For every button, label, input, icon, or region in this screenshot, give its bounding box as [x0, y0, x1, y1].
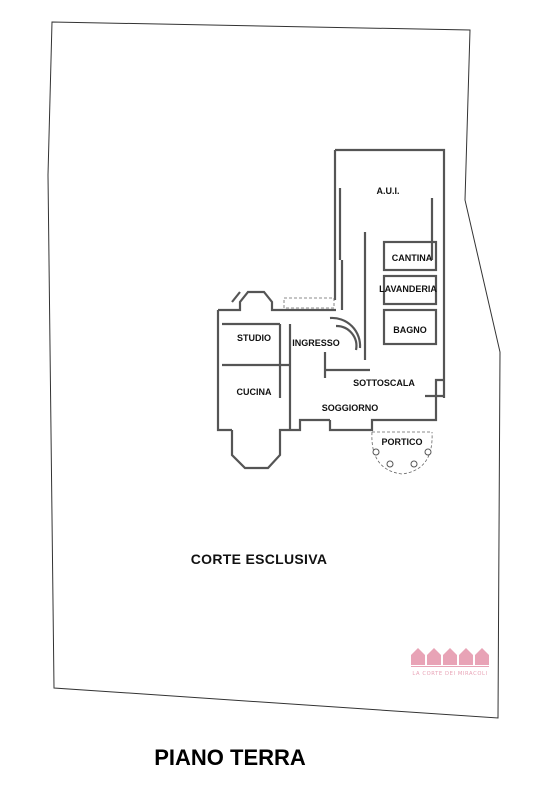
room-label-studio: STUDIO	[237, 333, 271, 343]
room-label-cantina: CANTINA	[392, 253, 433, 263]
court-label: CORTE ESCLUSIVA	[191, 551, 327, 567]
room-label-bagno: BAGNO	[393, 325, 427, 335]
logo-text: LA CORTE DEI MIRACOLI	[412, 671, 487, 677]
room-label-ingresso: INGRESSO	[292, 338, 340, 348]
room-label-lavanderia: LAVANDERIA	[379, 284, 437, 294]
room-label-aui: A.U.I.	[376, 186, 399, 196]
houses-logo-icon	[411, 648, 489, 667]
house-walls	[216, 148, 446, 470]
floor-title: PIANO TERRA	[154, 745, 306, 770]
portico-columns	[372, 448, 432, 468]
room-label-sottoscala: SOTTOSCALA	[353, 378, 415, 388]
plot-boundary	[47, 21, 501, 719]
room-label-cucina: CUCINA	[237, 387, 272, 397]
room-label-portico: PORTICO	[381, 437, 422, 447]
room-label-soggiorno: SOGGIORNO	[322, 403, 379, 413]
